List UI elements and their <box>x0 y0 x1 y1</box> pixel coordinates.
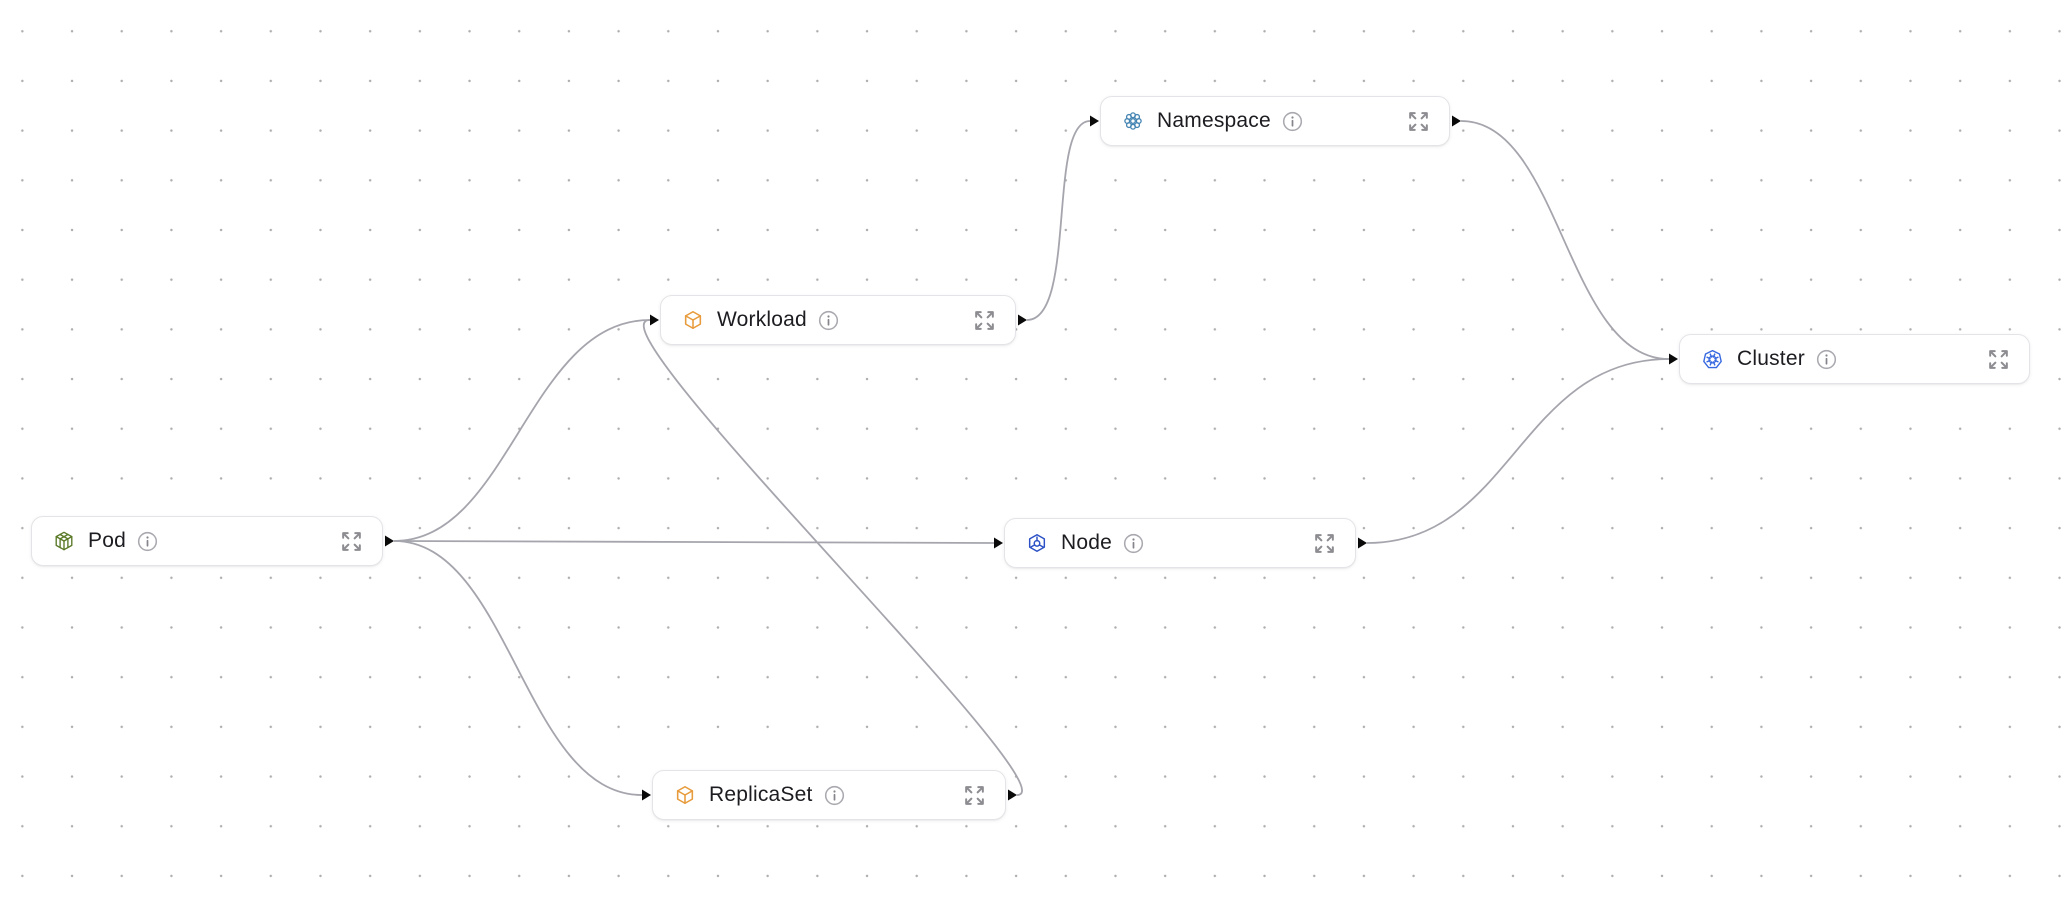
target-handle-namespace[interactable] <box>1090 115 1099 127</box>
expand-icon[interactable] <box>1406 109 1431 134</box>
target-handle-cluster[interactable] <box>1669 353 1678 365</box>
node-label-workload: Workload <box>717 308 807 331</box>
node-node[interactable]: Node <box>1004 518 1356 568</box>
node-cube-icon <box>1026 532 1048 554</box>
target-handle-workload[interactable] <box>650 314 659 326</box>
info-icon[interactable] <box>1281 110 1304 133</box>
edge-namespace-to-cluster[interactable] <box>1460 120 1670 360</box>
source-handle-node[interactable] <box>1358 537 1367 549</box>
node-label-replicaset: ReplicaSet <box>709 783 813 806</box>
edge-replicaset-to-workload[interactable] <box>642 319 1023 796</box>
node-cluster[interactable]: Cluster <box>1679 334 2030 384</box>
expand-icon[interactable] <box>339 529 364 554</box>
edge-workload-to-namespace[interactable] <box>1026 120 1091 321</box>
info-icon[interactable] <box>136 530 159 553</box>
node-workload[interactable]: Workload <box>660 295 1016 345</box>
pod-icon <box>53 530 75 552</box>
edge-pod-to-node[interactable] <box>393 540 995 544</box>
edge-pod-to-replicaset[interactable] <box>393 540 643 796</box>
edge-pod-to-workload[interactable] <box>393 319 651 542</box>
info-icon[interactable] <box>823 784 846 807</box>
target-handle-node[interactable] <box>994 537 1003 549</box>
node-label-namespace: Namespace <box>1157 109 1271 132</box>
expand-icon[interactable] <box>962 783 987 808</box>
source-handle-pod[interactable] <box>385 535 394 547</box>
cube-icon <box>682 309 704 331</box>
node-namespace[interactable]: Namespace <box>1100 96 1450 146</box>
info-icon[interactable] <box>817 309 840 332</box>
node-label-pod: Pod <box>88 529 126 552</box>
node-replicaset[interactable]: ReplicaSet <box>652 770 1006 820</box>
expand-icon[interactable] <box>1986 347 2011 372</box>
info-icon[interactable] <box>1815 348 1838 371</box>
node-label-node: Node <box>1061 531 1113 554</box>
node-label-cluster: Cluster <box>1737 347 1805 370</box>
expand-icon[interactable] <box>1312 531 1337 556</box>
source-handle-workload[interactable] <box>1018 314 1027 326</box>
rings-icon <box>1122 110 1144 132</box>
info-icon[interactable] <box>1122 532 1145 555</box>
cube-icon <box>674 784 696 806</box>
expand-icon[interactable] <box>972 308 997 333</box>
node-pod[interactable]: Pod <box>31 516 383 566</box>
edge-node-to-cluster[interactable] <box>1366 358 1670 544</box>
source-handle-namespace[interactable] <box>1452 115 1461 127</box>
target-handle-replicaset[interactable] <box>642 789 651 801</box>
source-handle-replicaset[interactable] <box>1008 789 1017 801</box>
kubernetes-icon <box>1701 348 1724 371</box>
